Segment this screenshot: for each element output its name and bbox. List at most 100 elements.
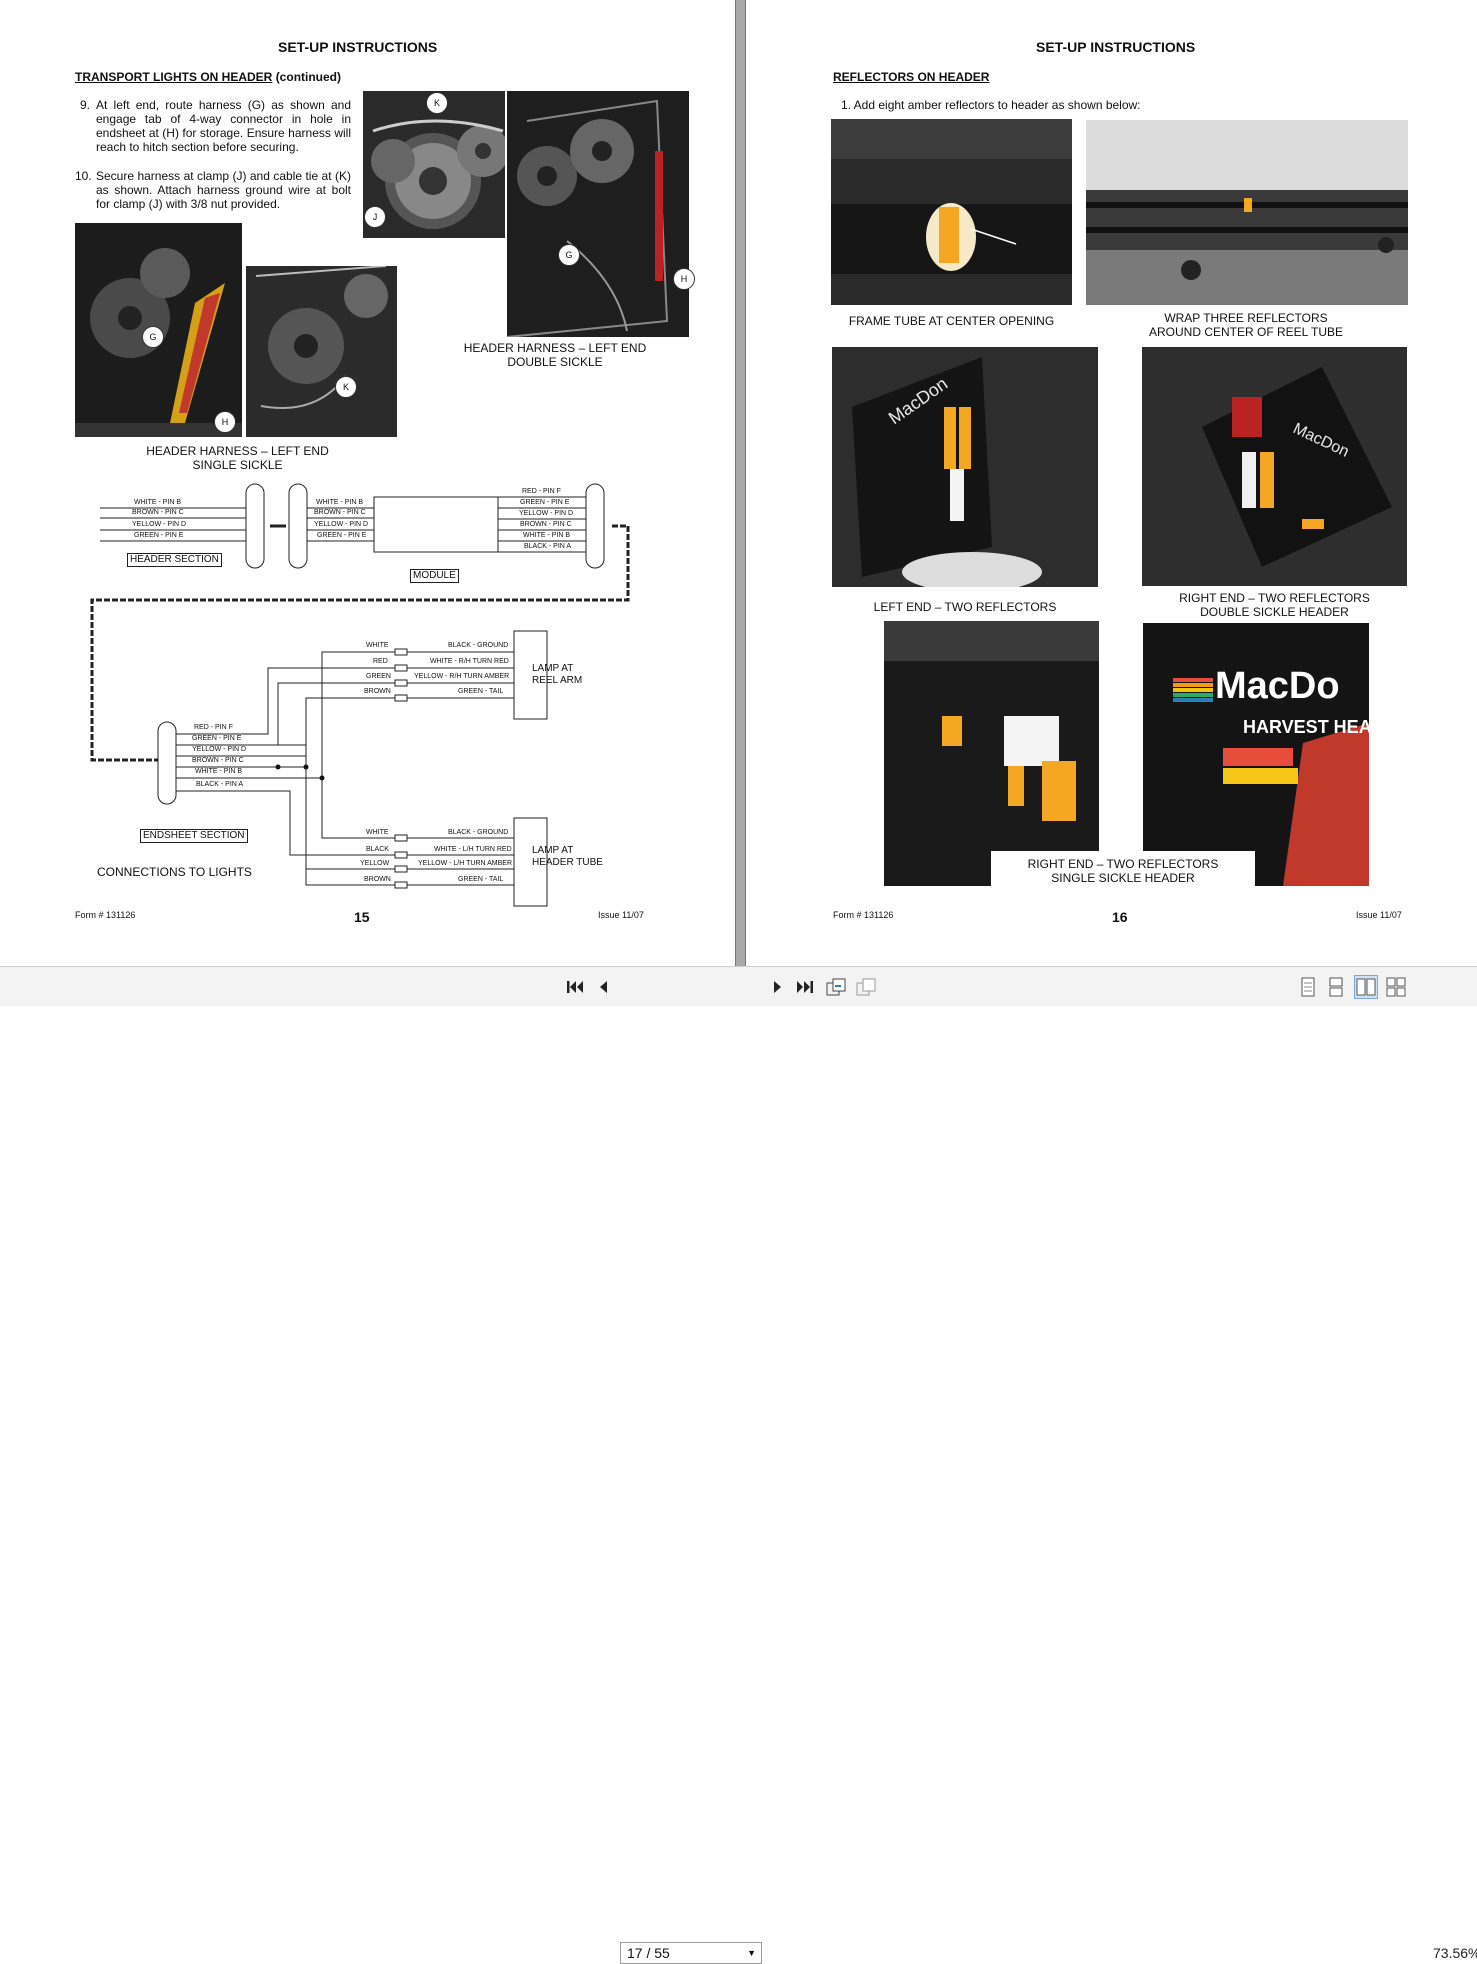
- harvest-header-text: HARVEST HEAD: [1243, 717, 1369, 737]
- lamp-tube-line2: HEADER TUBE: [532, 857, 603, 868]
- photo-frame-tube: [831, 119, 1072, 305]
- last-page-icon[interactable]: [793, 975, 817, 999]
- callout-g-double: G: [558, 244, 580, 266]
- photo-right-end-single: [884, 621, 1099, 886]
- wire-label: GREEN - PIN E: [134, 532, 184, 539]
- section-heading: TRANSPORT LIGHTS ON HEADER (continued): [75, 70, 341, 84]
- wire-label: WHITE - PIN B: [195, 768, 243, 775]
- page-title: SET-UP INSTRUCTIONS: [1036, 39, 1196, 55]
- section-heading: REFLECTORS ON HEADER: [833, 70, 989, 84]
- lamp-tube-line1: LAMP AT: [532, 845, 574, 856]
- callout-h-single: H: [214, 411, 236, 433]
- wire-label: BROWN - PIN C: [132, 509, 184, 516]
- caption-right-end-single: RIGHT END – TWO REFLECTORS SINGLE SICKLE…: [991, 851, 1255, 887]
- lamp-header-tube-label: LAMP AT HEADER TUBE: [532, 845, 603, 869]
- callout-j: J: [364, 206, 386, 228]
- wire-label: WHITE - PIN B: [523, 532, 571, 539]
- callout-k-top: K: [426, 92, 448, 114]
- photo-macdon-decal: MacDo HARVEST HEAD: [1143, 623, 1369, 886]
- first-page-icon[interactable]: [563, 975, 587, 999]
- page-gutter: [735, 0, 746, 966]
- photo-harness-double-sickle: [507, 91, 689, 337]
- connections-caption: CONNECTIONS TO LIGHTS: [97, 865, 252, 879]
- wire-label: YELLOW - PIN D: [192, 746, 247, 753]
- wire-label: WHITE: [366, 642, 389, 649]
- section-heading-text: TRANSPORT LIGHTS ON HEADER: [75, 70, 273, 84]
- caption-wrap-line1: WRAP THREE REFLECTORS: [1164, 311, 1328, 325]
- wire-label: WHITE - PIN B: [134, 499, 182, 506]
- two-page-view-icon[interactable]: [1354, 975, 1378, 999]
- step-10-text: Secure harness at clamp (J) and cable ti…: [96, 169, 351, 211]
- wire-label: BROWN - PIN C: [314, 509, 366, 516]
- callout-g-single: G: [142, 326, 164, 348]
- page-16: SET-UP INSTRUCTIONS REFLECTORS ON HEADER…: [746, 0, 1477, 966]
- module-label: MODULE: [410, 569, 459, 583]
- wire-label: BROWN: [364, 876, 391, 883]
- chevron-down-icon[interactable]: ▼: [747, 1948, 756, 1958]
- wire-label: GREEN - PIN E: [317, 532, 367, 539]
- lamp-reel-arm-label: LAMP AT REEL ARM: [532, 663, 582, 687]
- footer-page-number: 16: [1112, 909, 1128, 925]
- endsheet-section-label: ENDSHEET SECTION: [140, 829, 248, 843]
- continuous-view-icon[interactable]: [1324, 975, 1348, 999]
- caption-wrap-reflectors: WRAP THREE REFLECTORS AROUND CENTER OF R…: [1086, 311, 1406, 339]
- wire-label: RED - PIN F: [194, 724, 233, 731]
- callout-k-bottom: K: [335, 376, 357, 398]
- caption-right-single-line1: RIGHT END – TWO REFLECTORS: [1027, 857, 1219, 871]
- wire-label: WHITE - R/H TURN RED: [430, 658, 509, 665]
- caption-double-sickle: HEADER HARNESS – LEFT END DOUBLE SICKLE: [450, 341, 660, 369]
- caption-single-line2: SINGLE SICKLE: [192, 458, 283, 472]
- fit-page-icon[interactable]: [854, 975, 878, 999]
- rotate-icon[interactable]: [824, 975, 848, 999]
- wire-label: BROWN - PIN C: [520, 521, 572, 528]
- page-title: SET-UP INSTRUCTIONS: [278, 39, 438, 55]
- wire-label: RED: [373, 658, 388, 665]
- lamp-reel-line2: REEL ARM: [532, 675, 583, 686]
- caption-frame-tube: FRAME TUBE AT CENTER OPENING: [848, 314, 1055, 328]
- wire-label: BROWN - PIN C: [192, 757, 244, 764]
- step-1-text: 1. Add eight amber reflectors to header …: [841, 98, 1141, 112]
- prev-page-icon[interactable]: [591, 975, 615, 999]
- bottom-toolbar: 17 / 55 ▼ 73.56%: [0, 966, 1477, 1964]
- photo-pulley-clamp: [363, 91, 505, 238]
- macdon-decal-text: MacDo: [1215, 665, 1340, 707]
- wire-label: YELLOW - R/H TURN AMBER: [414, 673, 510, 680]
- caption-double-line1: HEADER HARNESS – LEFT END: [463, 341, 647, 355]
- wire-label: YELLOW - PIN D: [132, 521, 187, 528]
- wire-label: YELLOW - PIN D: [519, 510, 574, 517]
- caption-right-double-line1: RIGHT END – TWO REFLECTORS: [1179, 591, 1370, 605]
- wire-label: GREEN - TAIL: [458, 688, 504, 695]
- two-page-continuous-icon[interactable]: [1384, 975, 1408, 999]
- wire-label: YELLOW: [360, 860, 390, 867]
- wiring-diagram: [90, 483, 630, 907]
- step-9-number: 9.: [80, 98, 91, 112]
- wire-label: WHITE - L/H TURN RED: [434, 846, 512, 853]
- wire-label: BLACK - PIN A: [196, 781, 244, 788]
- wire-label: BLACK - GROUND: [448, 642, 509, 649]
- caption-right-double-line2: DOUBLE SICKLE HEADER: [1200, 605, 1349, 619]
- wire-label: BLACK - GROUND: [448, 829, 509, 836]
- wire-label: WHITE - PIN B: [316, 499, 364, 506]
- next-page-icon[interactable]: [766, 975, 790, 999]
- step-10-number: 10.: [75, 169, 92, 183]
- wire-label: WHITE: [366, 829, 389, 836]
- wire-label: GREEN: [366, 673, 391, 680]
- wire-label: BLACK: [366, 846, 389, 853]
- footer-form: Form # 131126: [833, 910, 894, 920]
- photo-reel-tube: [1086, 120, 1408, 305]
- section-heading-text: REFLECTORS ON HEADER: [833, 70, 990, 84]
- wire-label: BLACK - PIN A: [524, 543, 572, 550]
- page-number-value: 17 / 55: [627, 1945, 670, 1961]
- wire-label: YELLOW - PIN D: [314, 521, 369, 528]
- single-page-view-icon[interactable]: [1296, 975, 1320, 999]
- caption-single-line1: HEADER HARNESS – LEFT END: [146, 444, 329, 458]
- step-9-text: At left end, route harness (G) as shown …: [96, 98, 351, 154]
- zoom-level[interactable]: 73.56%: [1433, 1945, 1477, 1961]
- caption-double-line2: DOUBLE SICKLE: [507, 355, 603, 369]
- wire-label: GREEN - PIN E: [520, 499, 570, 506]
- document-viewer[interactable]: SET-UP INSTRUCTIONS TRANSPORT LIGHTS ON …: [0, 0, 1477, 966]
- photo-left-end: MacDon: [832, 347, 1098, 587]
- page-number-field[interactable]: 17 / 55 ▼: [620, 1942, 762, 1964]
- photo-right-end-double: MacDon: [1142, 347, 1407, 586]
- caption-right-end-double: RIGHT END – TWO REFLECTORS DOUBLE SICKLE…: [1142, 591, 1407, 619]
